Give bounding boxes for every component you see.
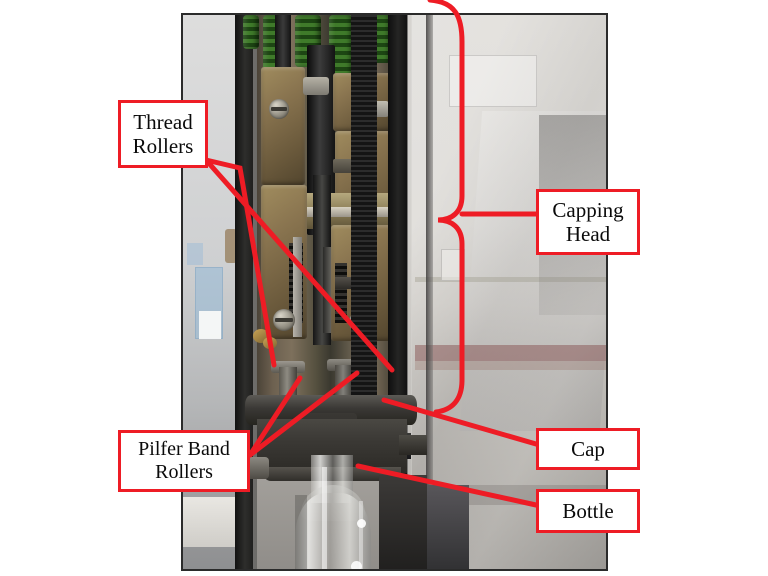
callout-thread-rollers: Thread Rollers xyxy=(118,100,208,168)
hex-bolt-1 xyxy=(303,77,329,95)
bottle-highlight-1 xyxy=(322,467,327,569)
callout-thread-rollers-line2: Rollers xyxy=(132,134,194,158)
slotted-screw-1-slot xyxy=(271,107,287,111)
callout-pilfer-band-line2: Rollers xyxy=(155,461,213,483)
conveyor-slab-secondary xyxy=(427,485,469,569)
conveyor-slab xyxy=(379,475,427,569)
callout-bottle: Bottle xyxy=(536,489,640,533)
background-white-card xyxy=(199,311,221,339)
bottle-highlight-2 xyxy=(359,501,363,569)
callout-bottle-line1: Bottle xyxy=(562,498,614,523)
wall-stripe-lower xyxy=(415,361,606,370)
callout-capping-head: Capping Head xyxy=(536,189,640,255)
wall-stripe-red xyxy=(415,345,606,361)
callout-cap: Cap xyxy=(536,428,640,470)
callout-thread-rollers-line1: Thread xyxy=(133,109,193,134)
background-blue-label-small xyxy=(187,243,203,265)
machine-frame-column-right-edge xyxy=(407,15,412,569)
brass-fitting-2 xyxy=(263,337,277,349)
background-table xyxy=(183,497,243,547)
bottle-shadow-left xyxy=(295,495,307,569)
bottle-glint-2 xyxy=(351,561,362,569)
callout-capping-head-line2: Head xyxy=(565,222,611,246)
ribbed-lead-screw xyxy=(351,15,377,435)
brass-block-1 xyxy=(261,67,305,185)
turret-side-arm xyxy=(399,435,427,455)
return-spring-right xyxy=(335,263,347,323)
callout-pilfer-band-line1: Pilfer Band xyxy=(138,437,230,460)
shaft-left xyxy=(275,15,291,75)
coil-spring-0 xyxy=(243,15,259,49)
callout-cap-line1: Cap xyxy=(571,436,605,461)
callout-pilfer-band-rollers: Pilfer Band Rollers xyxy=(118,430,250,492)
bottle-glint-1 xyxy=(357,519,366,528)
wall-equipment-box xyxy=(449,55,537,107)
wall-plate xyxy=(441,249,465,281)
wall-stripe-upper xyxy=(415,277,606,282)
guide-rod-right xyxy=(323,247,331,333)
slotted-screw-2-slot xyxy=(275,318,293,322)
callout-capping-head-line1: Capping xyxy=(552,197,624,222)
